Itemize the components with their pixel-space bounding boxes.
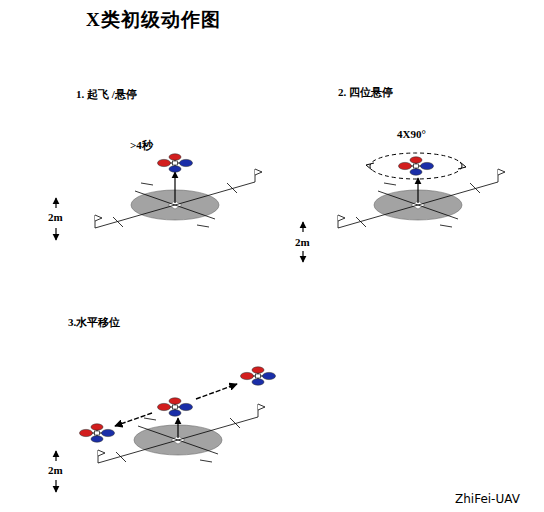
step-heading: 1. 起飞 /悬停: [76, 88, 137, 100]
rotation-note: 4X90°: [397, 128, 426, 140]
height-dimension: 2m: [295, 236, 310, 248]
step-heading: 3.水平移位: [68, 316, 120, 328]
step-heading: 2. 四位悬停: [338, 86, 393, 98]
duration-note: >4秒: [130, 139, 153, 151]
height-dimension: 2m: [48, 464, 63, 476]
takeoff-hover-figure: [56, 154, 262, 240]
height-dimension: 2m: [48, 211, 63, 223]
four-position-hover-figure: [303, 153, 505, 262]
horizontal-move-figure: [56, 367, 276, 492]
watermark: ZhiFei-UAV: [455, 493, 520, 506]
diagram-title: X类初级动作图: [86, 10, 221, 31]
